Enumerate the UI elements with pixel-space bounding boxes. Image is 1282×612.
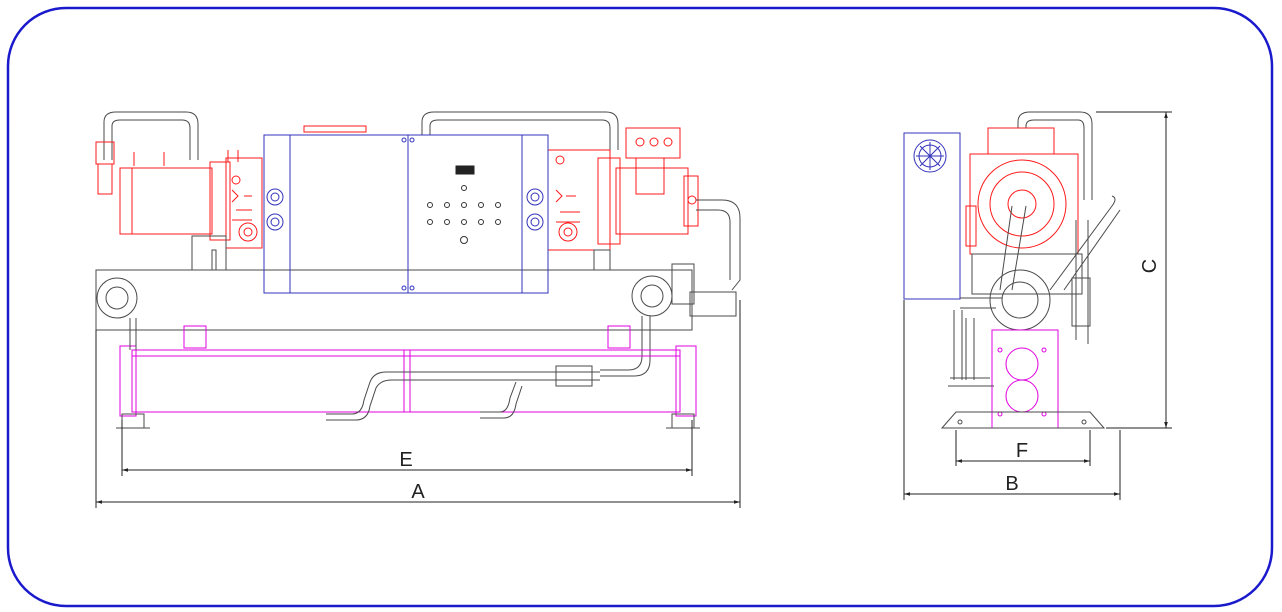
side-top-pipe	[1017, 111, 1093, 200]
side-suction-pipe	[999, 195, 1121, 344]
compressor-feet	[191, 235, 611, 271]
evaporator-supports	[116, 413, 700, 429]
left-compressor	[95, 141, 263, 249]
discharge-piping	[600, 199, 741, 377]
dimension-lines	[95, 111, 1172, 508]
dimension-e-label: E	[399, 449, 412, 471]
panel-lamps	[427, 185, 501, 244]
evaporator	[119, 325, 697, 417]
electrical-box	[903, 132, 961, 300]
base-frame	[95, 269, 693, 331]
top-pipes	[103, 111, 619, 160]
side-compressor	[965, 127, 1079, 255]
right-compressor	[547, 127, 699, 251]
side-evaporator	[991, 329, 1059, 429]
dimension-f-label: F	[1016, 440, 1028, 462]
side-view	[903, 111, 1121, 429]
dimension-a-label: A	[411, 481, 425, 503]
panel-top-handle	[303, 125, 367, 133]
drawing-border	[6, 6, 1274, 608]
dimension-c-label: C	[1139, 259, 1161, 273]
side-base	[940, 377, 1106, 429]
control-panel	[263, 134, 549, 294]
liquid-line	[129, 318, 600, 421]
front-view	[95, 111, 741, 429]
dimension-b-label: B	[1005, 473, 1018, 495]
side-frame	[953, 253, 1091, 380]
